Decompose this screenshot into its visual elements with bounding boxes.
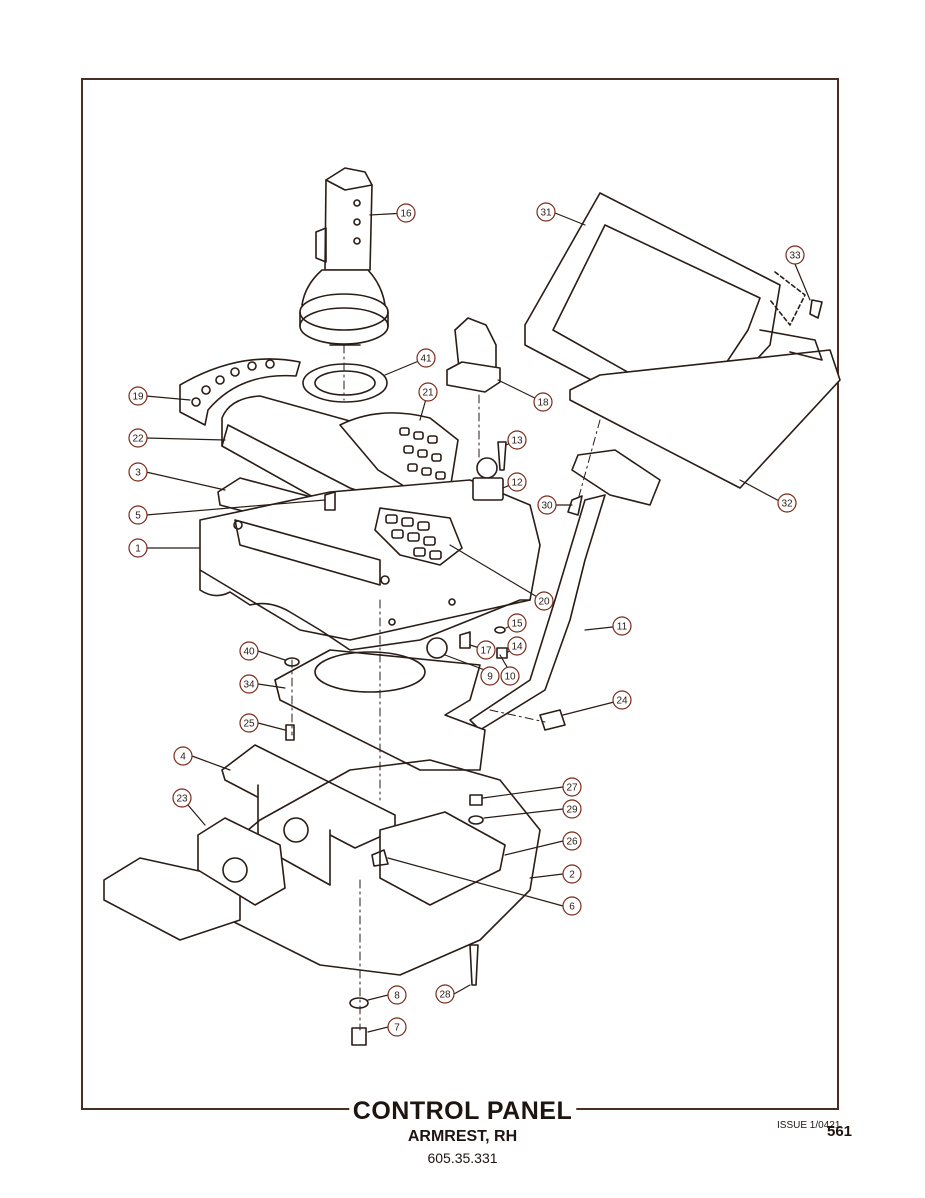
callout-17: 17 xyxy=(476,640,496,660)
callout-30: 30 xyxy=(537,495,557,515)
callout-1: 1 xyxy=(128,538,148,558)
page-number: 561 xyxy=(827,1123,853,1140)
joystick xyxy=(299,167,389,346)
svg-text:31: 31 xyxy=(540,208,552,219)
svg-text:12: 12 xyxy=(511,478,523,489)
base-plate xyxy=(199,759,541,976)
svg-text:40: 40 xyxy=(243,647,255,658)
svg-text:14: 14 xyxy=(511,642,523,653)
callout-labels: 16 31 33 41 21 19 18 22 13 3 12 30 32 5 … xyxy=(128,202,805,1037)
callout-22: 22 xyxy=(128,428,148,448)
callout-27: 27 xyxy=(562,777,582,797)
svg-text:24: 24 xyxy=(616,696,628,707)
svg-text:26: 26 xyxy=(566,837,578,848)
svg-text:23: 23 xyxy=(176,794,188,805)
callout-25: 25 xyxy=(239,713,259,733)
svg-text:21: 21 xyxy=(422,388,434,399)
callout-41: 41 xyxy=(416,348,436,368)
svg-text:22: 22 xyxy=(132,434,144,445)
svg-text:9: 9 xyxy=(487,672,493,683)
support-arm xyxy=(469,449,661,731)
svg-text:17: 17 xyxy=(480,646,492,657)
svg-text:16: 16 xyxy=(400,209,412,220)
svg-text:2: 2 xyxy=(569,870,575,881)
svg-text:32: 32 xyxy=(781,499,793,510)
svg-text:8: 8 xyxy=(394,991,400,1002)
svg-text:3: 3 xyxy=(135,468,141,479)
callout-8: 8 xyxy=(387,985,407,1005)
callout-3: 3 xyxy=(128,462,148,482)
callout-4: 4 xyxy=(173,746,193,766)
callout-31: 31 xyxy=(536,202,556,222)
page-subtitle: ARMREST, RH xyxy=(407,1128,518,1145)
svg-text:33: 33 xyxy=(789,251,801,262)
callout-7: 7 xyxy=(387,1017,407,1037)
spacer-block xyxy=(379,811,506,906)
mini-joystick xyxy=(472,457,504,501)
svg-text:27: 27 xyxy=(566,783,578,794)
callout-32: 32 xyxy=(777,493,797,513)
svg-text:10: 10 xyxy=(504,672,516,683)
display-mount xyxy=(569,349,841,489)
svg-text:20: 20 xyxy=(538,597,550,608)
callout-24: 24 xyxy=(612,690,632,710)
callout-10: 10 xyxy=(500,666,520,686)
svg-text:19: 19 xyxy=(132,392,144,403)
callout-12: 12 xyxy=(507,472,527,492)
callout-14: 14 xyxy=(507,636,527,656)
svg-text:5: 5 xyxy=(135,511,141,522)
callout-20: 20 xyxy=(534,591,554,611)
svg-text:6: 6 xyxy=(569,902,575,913)
callout-16: 16 xyxy=(396,203,416,223)
callout-18: 18 xyxy=(533,392,553,412)
page-title: CONTROL PANEL xyxy=(348,1097,577,1126)
callout-23: 23 xyxy=(172,788,192,808)
callout-34: 34 xyxy=(239,674,259,694)
callout-15: 15 xyxy=(507,613,527,633)
callout-28: 28 xyxy=(435,984,455,1004)
svg-text:15: 15 xyxy=(511,619,523,630)
callout-13: 13 xyxy=(507,430,527,450)
callout-40: 40 xyxy=(239,641,259,661)
callout-6: 6 xyxy=(562,896,582,916)
svg-text:28: 28 xyxy=(439,990,451,1001)
svg-text:13: 13 xyxy=(511,436,523,447)
svg-text:41: 41 xyxy=(420,354,432,365)
svg-text:34: 34 xyxy=(243,680,255,691)
svg-text:30: 30 xyxy=(541,501,553,512)
callout-5: 5 xyxy=(128,505,148,525)
svg-text:29: 29 xyxy=(566,805,578,816)
connector-block xyxy=(446,317,501,393)
callout-26: 26 xyxy=(562,831,582,851)
callout-21: 21 xyxy=(418,382,438,402)
slider-block xyxy=(103,817,286,941)
svg-text:4: 4 xyxy=(180,752,186,763)
keypad-strip xyxy=(179,358,301,426)
callout-9: 9 xyxy=(480,666,500,686)
svg-text:25: 25 xyxy=(243,719,255,730)
ring-gasket xyxy=(302,363,388,403)
armrest-housing xyxy=(199,477,541,651)
svg-text:1: 1 xyxy=(135,544,141,555)
svg-text:7: 7 xyxy=(394,1023,400,1034)
callout-11: 11 xyxy=(612,616,632,636)
issue-label: ISSUE 1/0421 xyxy=(777,1120,841,1131)
callout-19: 19 xyxy=(128,386,148,406)
callout-29: 29 xyxy=(562,799,582,819)
callout-33: 33 xyxy=(785,245,805,265)
svg-text:11: 11 xyxy=(617,622,628,633)
lower-keypad xyxy=(374,507,463,566)
svg-text:18: 18 xyxy=(537,398,549,409)
part-number: 605.35.331 xyxy=(427,1150,498,1166)
callout-2: 2 xyxy=(562,864,582,884)
